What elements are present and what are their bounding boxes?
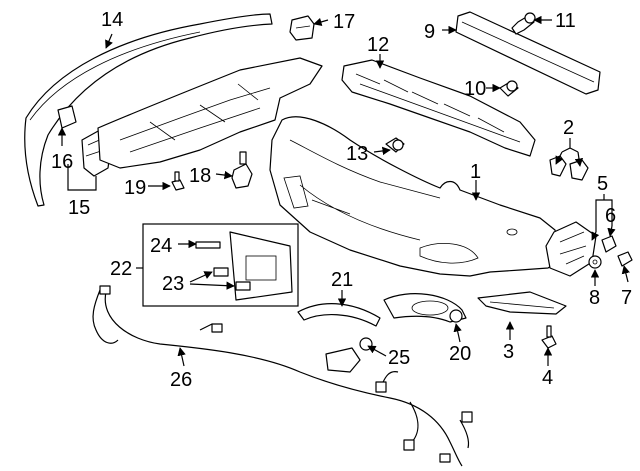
callout-6: 6 [605, 205, 616, 227]
callout-25: 25 [388, 347, 410, 369]
leader-lines [57, 15, 630, 367]
callout-4: 4 [542, 367, 553, 389]
part-16-clip [57, 105, 77, 129]
callout-2: 2 [563, 117, 574, 139]
part-1-bumper-cover [269, 116, 561, 277]
part-19-fastener [171, 171, 185, 191]
part-14-lower-deflector [24, 13, 273, 207]
part-26-wiring-harness [92, 285, 473, 467]
part-18-fastener [231, 151, 253, 189]
callout-17: 17 [333, 11, 355, 33]
callout-13: 13 [346, 143, 368, 165]
part-25-sensor [325, 337, 373, 373]
part-5-side-bracket [545, 221, 597, 277]
part-11-bolt [511, 12, 536, 35]
part-17-clip [289, 15, 315, 41]
callout-12: 12 [367, 34, 389, 56]
part-12-absorber [341, 59, 536, 157]
callout-labels: 1 2 3 4 5 6 7 8 9 10 11 12 13 14 15 16 1… [51, 9, 632, 391]
callout-26: 26 [170, 369, 192, 391]
callout-16: 16 [51, 151, 73, 173]
callout-18: 18 [189, 165, 211, 187]
callout-7: 7 [621, 287, 632, 309]
part-2-clips [549, 155, 589, 181]
callout-9: 9 [424, 21, 435, 43]
callout-5: 5 [597, 173, 608, 195]
callout-19: 19 [124, 177, 146, 199]
part-8-washer [588, 255, 602, 269]
callout-3: 3 [503, 341, 514, 363]
part-13-bolt [385, 137, 405, 153]
callout-24: 24 [150, 235, 172, 257]
callout-11: 11 [555, 10, 576, 32]
underbody-shield [97, 57, 323, 169]
callout-15: 15 [68, 197, 90, 219]
callout-21: 21 [331, 269, 353, 291]
part-21-trim [297, 303, 381, 327]
callout-8: 8 [589, 287, 600, 309]
part-3-bracket [477, 291, 567, 315]
part-4-bolt [541, 325, 557, 349]
callout-14: 14 [101, 9, 123, 31]
callout-1: 1 [470, 161, 481, 183]
part-6-clip [601, 235, 617, 253]
callout-10: 10 [464, 78, 486, 100]
callout-20: 20 [449, 343, 471, 365]
callout-22: 22 [110, 258, 132, 280]
part-10-bolt [499, 80, 519, 97]
part-20-fog-bezel [383, 293, 467, 323]
part-7-screw [617, 251, 633, 267]
callout-23: 23 [162, 273, 184, 295]
